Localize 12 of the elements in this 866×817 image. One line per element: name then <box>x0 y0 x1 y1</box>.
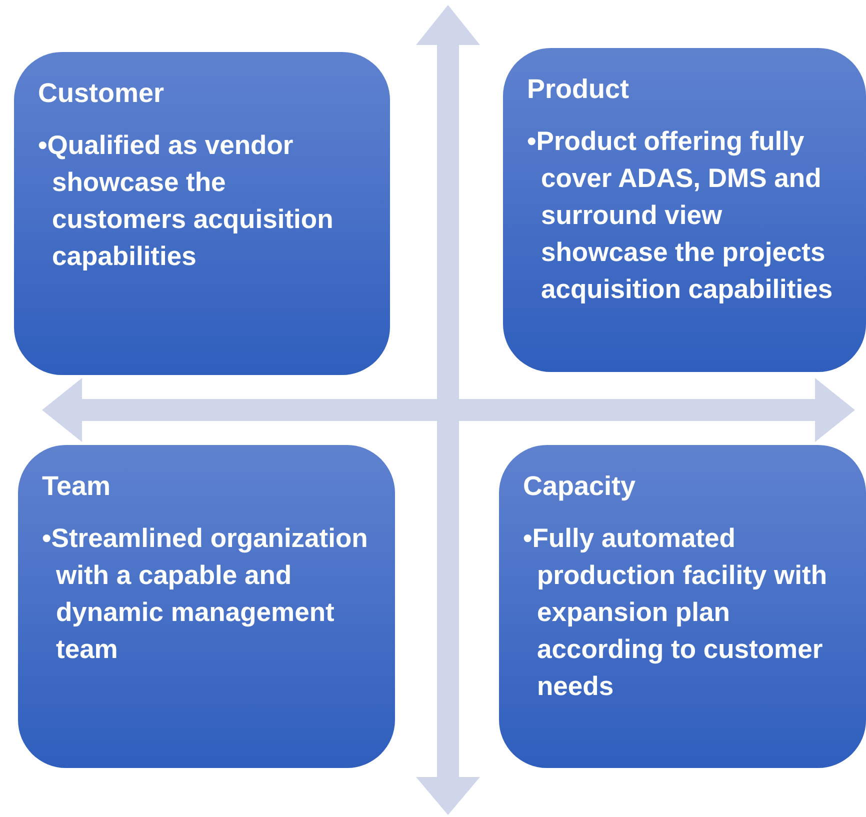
quadrant-card <box>503 48 866 372</box>
quadrant-card <box>18 445 395 768</box>
card-heading: Customer <box>38 78 166 109</box>
bullet-text: •Fully automated production facility with expansion plan according to customer needs <box>523 522 828 703</box>
bullet-text: •Product offering fully cover ADAS, DMS and surround view showcase the projects acquisition capabilities <box>527 125 834 306</box>
quadrant-card <box>14 52 390 375</box>
card-heading: Product <box>527 74 630 105</box>
bullet-text: •Qualified as vendor showcase the customers acquisition capabilities <box>38 129 334 273</box>
bullet-text: •Streamlined organization with a capable and dynamic management team <box>42 522 369 666</box>
quadrant-card <box>499 445 866 768</box>
card-heading: Team <box>42 471 112 502</box>
card-heading: Capacity <box>523 471 637 502</box>
